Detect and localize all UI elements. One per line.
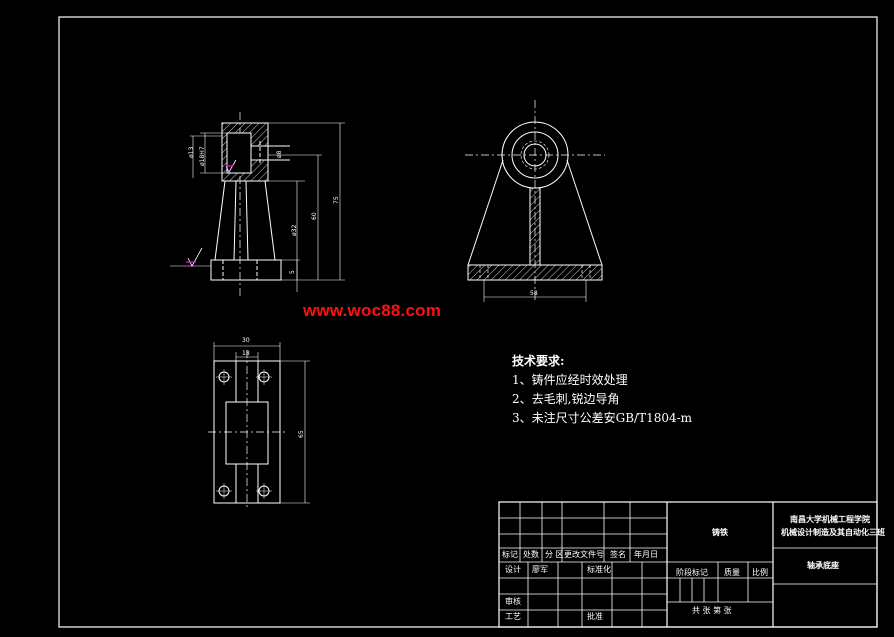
dim-front-d1: ø13 <box>188 147 195 158</box>
tb-col-date: 年月日 <box>634 550 658 559</box>
tb-part-name: 轴承底座 <box>807 561 839 570</box>
note-item: 3、未注尺寸公差安GB/T1804-m <box>512 411 693 425</box>
tb-col-signature: 签名 <box>610 550 626 559</box>
dim-front-h2: 60 <box>311 212 318 220</box>
tb-sheet-label: 共 张 第 张 <box>692 606 732 615</box>
dim-front-h4: 5 <box>289 270 296 274</box>
tb-col-count: 处数 <box>523 550 539 559</box>
dim-top-w1: 30 <box>242 337 250 344</box>
note-item: 1、铸件应经时效处理 <box>512 373 628 387</box>
dim-front-h1: ø32 <box>291 225 298 236</box>
front-view <box>170 112 345 298</box>
tb-process-label: 工艺 <box>505 612 521 621</box>
tb-review-label: 审核 <box>505 597 521 606</box>
technical-requirements: 技术要求: 1、铸件应经时效处理 2、去毛刺,锐边导角 3、未注尺寸公差安GB/… <box>512 352 692 428</box>
dim-front-d3: ø8 <box>276 150 283 158</box>
tb-col-mark: 标记 <box>502 550 518 559</box>
dim-front-d2: ø18H7 <box>199 146 206 166</box>
tb-standard-label: 标准化 <box>587 565 611 574</box>
tb-weight-label: 质量 <box>724 568 740 577</box>
tb-design-label: 设计 <box>505 565 521 574</box>
title-block <box>498 501 878 628</box>
tb-stage-label: 阶段标记 <box>676 568 708 577</box>
tb-design-name: 廖军 <box>532 565 548 574</box>
top-view <box>208 342 310 510</box>
tb-col-change-doc: 更改文件号 <box>564 550 604 559</box>
dim-top-w2: 18 <box>242 350 250 357</box>
watermark-url: www.woc88.com <box>303 301 442 320</box>
tb-material: 铸铁 <box>712 528 728 537</box>
dim-side-width: 58 <box>530 290 538 297</box>
tb-school-line1: 南昌大学机械工程学院 <box>790 515 870 524</box>
note-item: 2、去毛刺,锐边导角 <box>512 392 620 406</box>
tb-school-line2: 机械设计制造及其自动化三班 <box>781 528 885 537</box>
tb-scale-label: 比例 <box>752 568 768 577</box>
notes-heading: 技术要求: <box>512 354 565 368</box>
dim-top-h: 65 <box>298 430 305 438</box>
tb-col-zone: 分 区 <box>545 550 564 559</box>
drawing-border <box>58 16 878 628</box>
dim-front-h3: 75 <box>333 196 340 204</box>
side-view <box>465 100 605 302</box>
tb-approve-label: 批准 <box>587 612 603 621</box>
